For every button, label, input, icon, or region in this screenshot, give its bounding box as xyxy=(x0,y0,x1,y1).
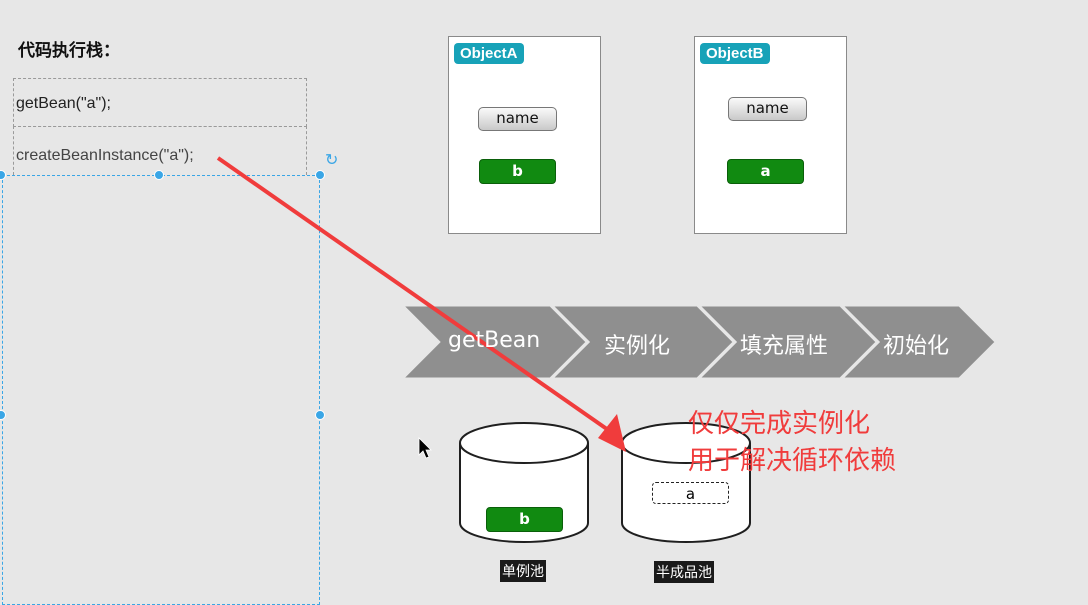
flow-arrow-line xyxy=(216,156,616,436)
object-a-b-field: b xyxy=(479,159,556,184)
object-b-tag: ObjectB xyxy=(700,43,770,64)
resize-handle-top-right[interactable] xyxy=(315,170,325,180)
mouse-cursor-icon xyxy=(418,437,432,459)
object-b-name-field: name xyxy=(728,97,807,121)
resize-handle-top-left[interactable] xyxy=(0,170,6,180)
resize-handle-top-center[interactable] xyxy=(154,170,164,180)
singleton-pool-item-b: b xyxy=(486,507,563,532)
resize-handle-middle-right[interactable] xyxy=(315,410,325,420)
singleton-pool-label: 单例池 xyxy=(500,560,546,582)
note-line-2: 用于解决循环依赖 xyxy=(688,446,897,476)
resize-handle-middle-left[interactable] xyxy=(0,410,6,420)
note-line-1: 仅仅完成实例化 xyxy=(688,409,871,439)
lifecycle-step-getbean: getBean xyxy=(448,328,541,353)
object-a-card: ObjectA name b xyxy=(448,36,601,234)
lifecycle-step-initialize: 初始化 xyxy=(883,334,950,359)
object-b-card: ObjectB name a xyxy=(694,36,847,234)
early-pool-item-a: a xyxy=(652,482,729,504)
object-a-name-field: name xyxy=(478,107,557,131)
stack-title: 代码执行栈： xyxy=(18,41,120,61)
lifecycle-step-populate: 填充属性 xyxy=(740,334,829,359)
stack-frame-create-bean-instance[interactable]: createBeanInstance("a"); xyxy=(13,126,307,175)
flow-arrow-head xyxy=(598,414,626,452)
early-pool-label: 半成品池 xyxy=(654,561,714,583)
rotate-handle-icon[interactable]: ↻ xyxy=(325,150,339,169)
object-a-tag: ObjectA xyxy=(454,43,524,64)
lifecycle-step-instantiate: 实例化 xyxy=(604,334,671,359)
object-b-a-field: a xyxy=(727,159,804,184)
